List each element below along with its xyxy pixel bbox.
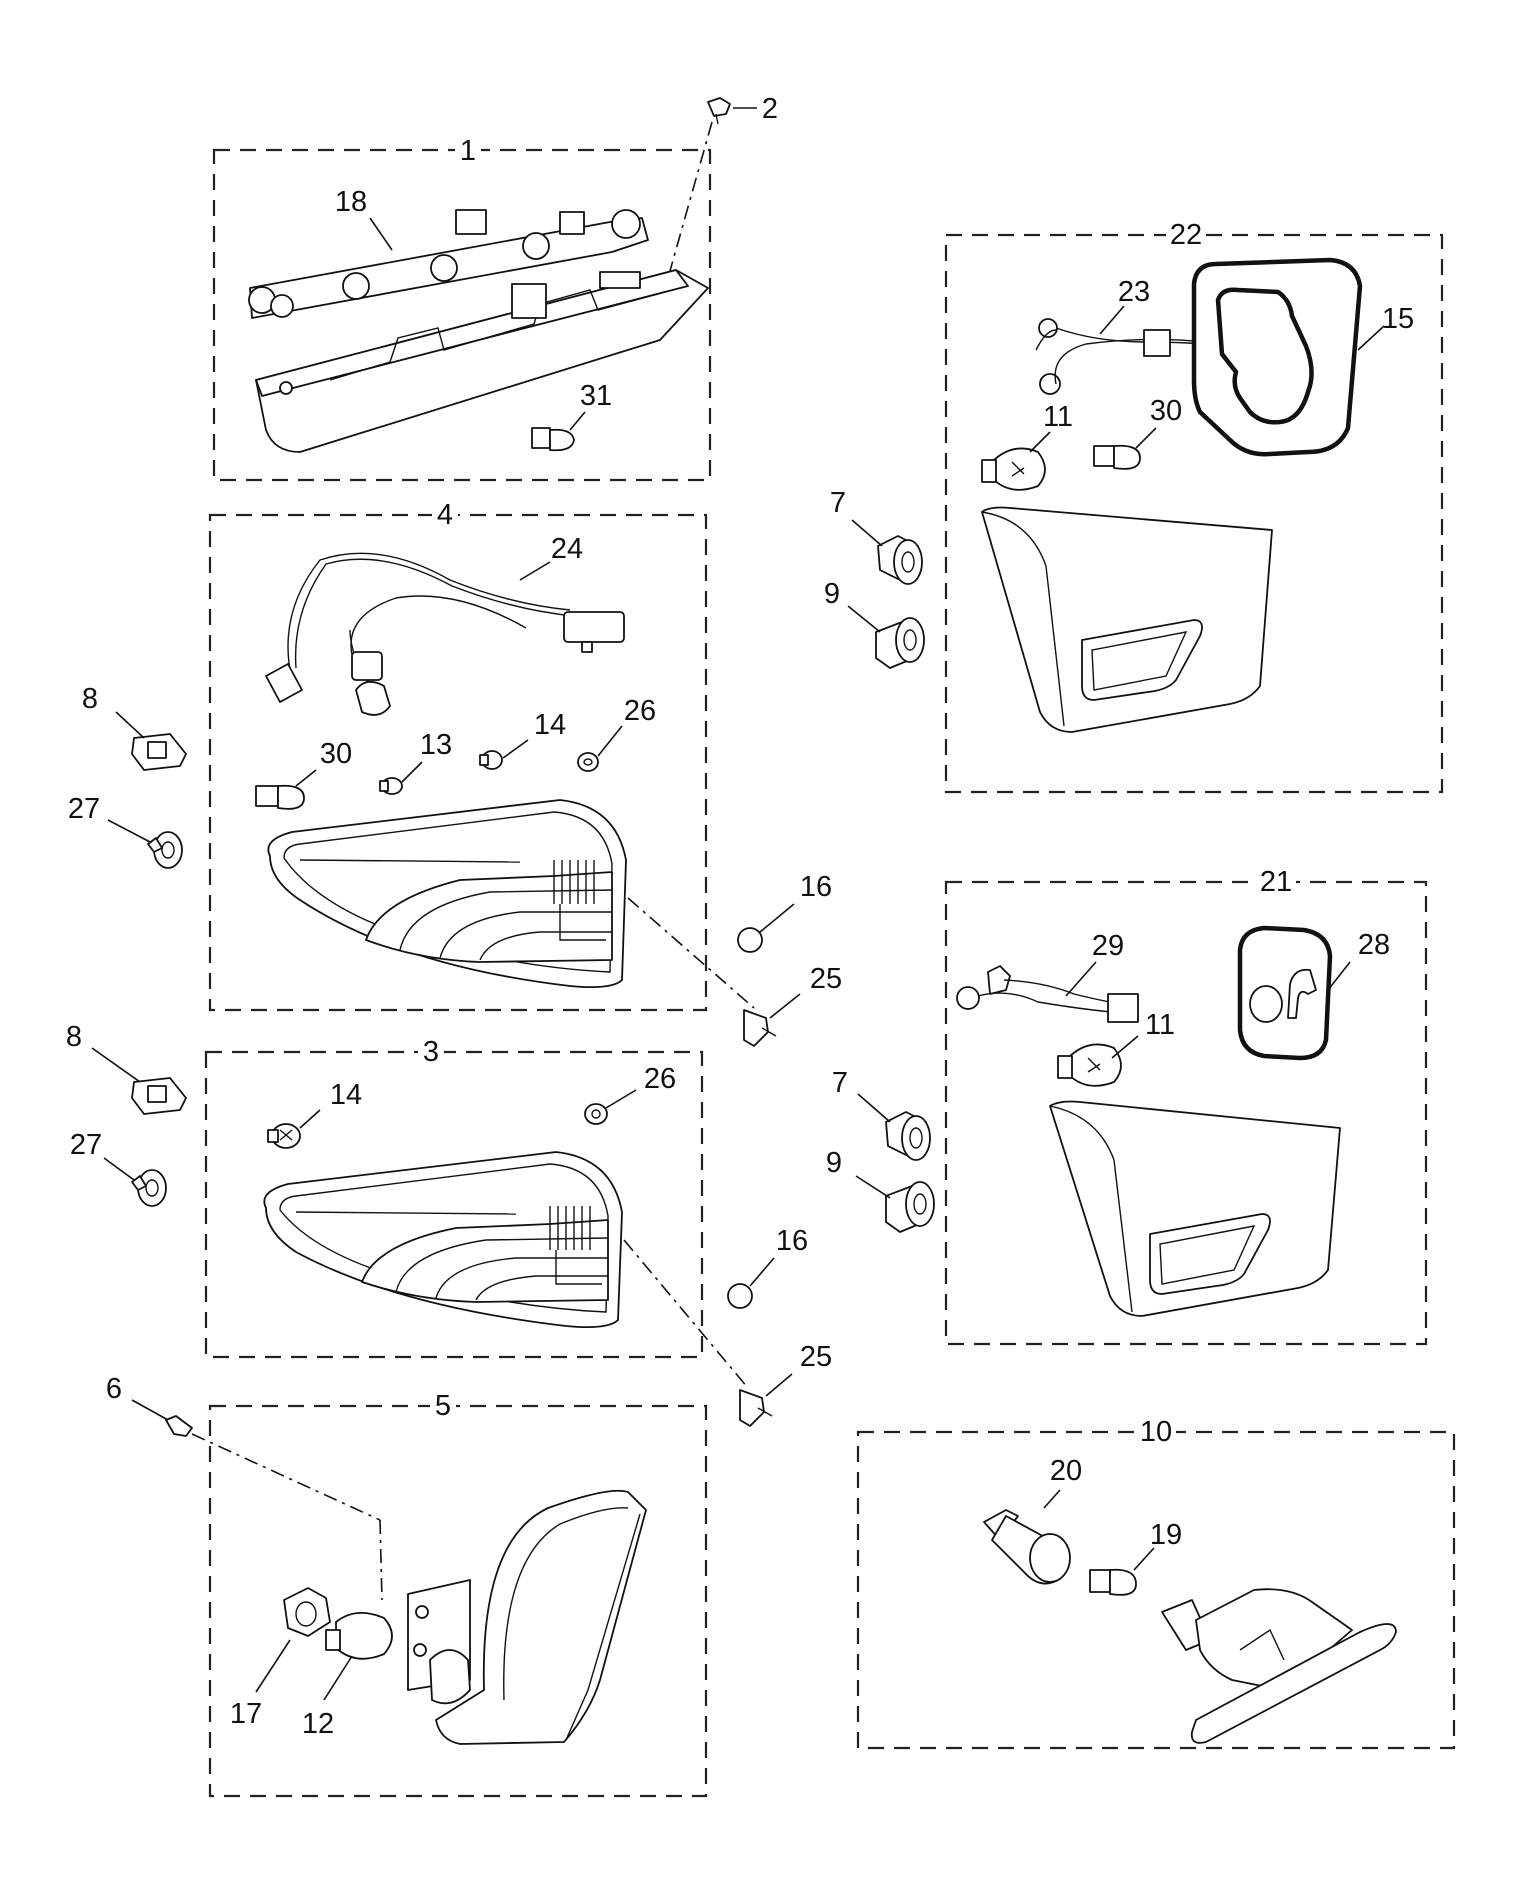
callout-19: 19 <box>1150 1519 1182 1551</box>
license-lamp-10 <box>1161 1588 1397 1744</box>
socket-17 <box>283 1587 331 1637</box>
bulb-11-upper <box>981 447 1046 491</box>
bulb-31 <box>531 427 575 452</box>
gasket-28 <box>1237 925 1333 1061</box>
callout-9-lower: 9 <box>826 1147 842 1179</box>
fastener-27-lower <box>131 1169 167 1207</box>
tail-lamp-outer-4 <box>267 799 627 989</box>
callout-16-lower: 16 <box>776 1225 808 1257</box>
nut-7-upper <box>877 535 923 585</box>
callout-11-upper: 11 <box>1043 401 1073 433</box>
washer-26-upper <box>577 752 599 772</box>
clip-8-upper <box>131 733 187 771</box>
callout-30-upper: 30 <box>320 738 352 770</box>
nut-7-lower <box>885 1111 931 1161</box>
callout-25-lower: 25 <box>800 1341 832 1373</box>
group-box-21 <box>944 880 1428 1346</box>
callout-16-upper: 16 <box>800 871 832 903</box>
callout-15: 15 <box>1382 303 1414 335</box>
callout-7-lower: 7 <box>832 1067 848 1099</box>
gasket-15 <box>1191 257 1363 457</box>
callout-14-upper: 14 <box>534 709 566 741</box>
clip-8-lower <box>131 1077 187 1115</box>
callout-1: 1 <box>460 135 476 167</box>
callout-10: 10 <box>1140 1416 1172 1448</box>
callout-17: 17 <box>230 1698 262 1730</box>
callout-7-upper: 7 <box>830 487 846 519</box>
bulb-19 <box>1089 1568 1137 1596</box>
callout-4: 4 <box>437 499 453 531</box>
callout-11-lower: 11 <box>1145 1009 1175 1041</box>
nut-9-lower <box>885 1181 935 1233</box>
screw-25-lower <box>739 1389 773 1427</box>
bulb-13 <box>379 777 403 795</box>
washer-26-lower <box>584 1103 608 1125</box>
group-box-5 <box>208 1404 708 1798</box>
wiring-harness-29 <box>956 965 1139 1023</box>
bulb-14-upper <box>479 750 503 770</box>
callout-29: 29 <box>1092 930 1124 962</box>
callout-27-upper: 27 <box>68 793 100 825</box>
callout-24: 24 <box>551 533 583 565</box>
bulb-30-upper <box>255 784 305 810</box>
bulb-14-lower <box>267 1123 301 1149</box>
callout-26-upper: 26 <box>624 695 656 727</box>
callout-21: 21 <box>1260 866 1292 898</box>
rear-lamp-5 <box>407 1489 647 1745</box>
callout-12: 12 <box>302 1708 334 1740</box>
callout-31: 31 <box>580 380 612 412</box>
callout-27-lower: 27 <box>70 1129 102 1161</box>
callout-23: 23 <box>1118 276 1150 308</box>
bulb-30-right <box>1093 444 1141 470</box>
high-mount-lamp-housing-1 <box>255 269 709 453</box>
callout-3: 3 <box>423 1036 439 1068</box>
group-box-10 <box>856 1430 1456 1750</box>
callout-30-right: 30 <box>1150 395 1182 427</box>
tail-lamp-outer-3 <box>263 1151 623 1329</box>
nut-9-upper <box>875 617 925 669</box>
callout-2: 2 <box>762 93 778 125</box>
callout-25-upper: 25 <box>810 963 842 995</box>
bulb-12 <box>325 1612 393 1660</box>
callout-26-lower: 26 <box>644 1063 676 1095</box>
inner-tail-lamp-22 <box>981 506 1273 733</box>
callout-5: 5 <box>435 1390 451 1422</box>
clip-2 <box>707 97 731 125</box>
callout-18: 18 <box>335 186 367 218</box>
callout-14-lower: 14 <box>330 1079 362 1111</box>
wiring-harness-24 <box>265 552 625 716</box>
callout-22: 22 <box>1170 219 1202 251</box>
plug-16-lower <box>727 1283 753 1309</box>
bulb-11-lower <box>1057 1043 1122 1087</box>
callout-28: 28 <box>1358 929 1390 961</box>
fastener-27-upper <box>147 831 183 869</box>
screw-25-upper <box>743 1009 777 1047</box>
callout-13: 13 <box>420 729 452 761</box>
screw-6 <box>165 1415 193 1437</box>
bulb-20 <box>983 1509 1071 1585</box>
led-board-18 <box>248 209 649 319</box>
group-box-3 <box>204 1050 704 1359</box>
callout-20: 20 <box>1050 1455 1082 1487</box>
plug-16-upper <box>737 927 763 953</box>
callout-6: 6 <box>106 1373 122 1405</box>
callout-8-upper: 8 <box>82 683 98 715</box>
callout-9-upper: 9 <box>824 578 840 610</box>
callout-8-lower: 8 <box>66 1021 82 1053</box>
inner-tail-lamp-21 <box>1049 1100 1341 1317</box>
